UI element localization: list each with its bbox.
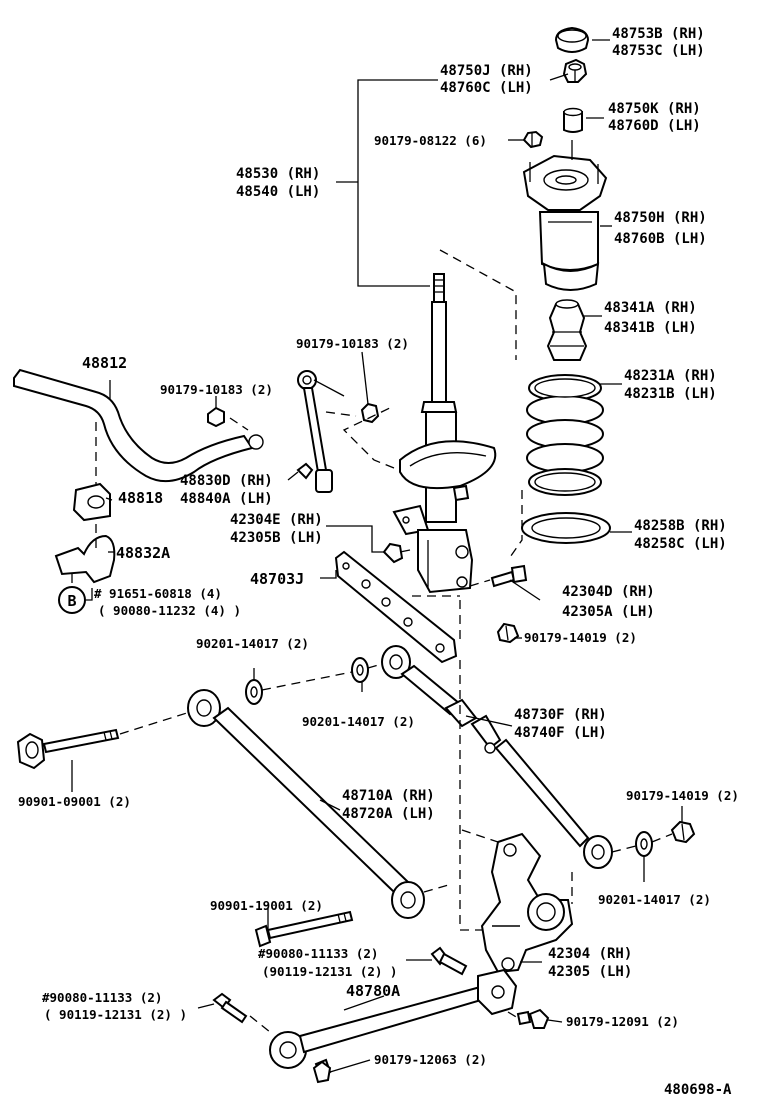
part-labels: 48753B (RH) 48753C (LH) 48750J (RH) 4876… (18, 26, 739, 1098)
label-insulator-rh: 48258B (RH) (634, 518, 727, 534)
label-nut-small: 90179-08122 (6) (374, 133, 487, 148)
label-bumper-rh: 48341A (RH) (604, 300, 697, 316)
collar-drawing (563, 107, 583, 133)
label-spring-lh: 48231B (LH) (624, 386, 717, 402)
stabilizer-bushing-drawing (72, 482, 111, 522)
washer-drawings (245, 657, 653, 857)
label-spring-rh: 48231A (RH) (624, 368, 717, 384)
figure-code: 480698-A (664, 1082, 732, 1098)
label-bolt-42304e-lh: 42305B (LH) (230, 530, 323, 546)
label-link-rh: 48830D (RH) (180, 473, 273, 489)
label-bushing: 48818 (118, 489, 163, 507)
label-strut-lh: 48540 (LH) (236, 184, 320, 200)
front-lateral-arm-drawing (187, 689, 425, 919)
label-collar-lh: 48760D (LH) (608, 118, 701, 134)
long-bolt-drawing (16, 728, 120, 770)
nut-12063-drawing (312, 1060, 332, 1084)
top-nut-drawing (562, 58, 588, 83)
label-knuckle-rh: 42304 (RH) (548, 946, 632, 962)
bump-stopper-drawing (546, 299, 588, 361)
spring-insulator-drawing (521, 512, 611, 544)
label-link-lh: 48840A (LH) (180, 491, 273, 507)
label-bolt-42304d-lh: 42305A (LH) (562, 604, 655, 620)
label-rod-rear-rh: 48730F (RH) (514, 707, 607, 723)
label-bolt-11133-low: #90080-11133 (2) (42, 990, 162, 1005)
label-arm-trailing: 48780A (346, 982, 400, 1000)
label-support-rh: 48750H (RH) (614, 210, 707, 226)
label-nut-12091: 90179-12091 (2) (566, 1014, 679, 1029)
label-bolt-11133-low-alt: ( 90119-12131 (2) ) (44, 1007, 187, 1022)
leader-lines (71, 39, 683, 1073)
rear-lateral-rod-drawing (381, 645, 613, 869)
bolt-19001-drawing (254, 910, 354, 948)
reference-b-marker: B (58, 586, 86, 614)
small-nut-drawing (522, 130, 544, 149)
nut-12091-drawing (516, 1008, 550, 1029)
label-cap-lh: 48753C (LH) (612, 43, 705, 59)
label-knuckle-lh: 42305 (LH) (548, 964, 632, 980)
label-bolt-42304d-rh: 42304D (RH) (562, 584, 655, 600)
label-bolt-19001: 90901-19001 (2) (210, 898, 323, 913)
bolt-11133-low-drawing (212, 992, 248, 1024)
stabilizer-link-drawing (297, 370, 345, 493)
label-bumper-lh: 48341B (LH) (604, 320, 697, 336)
label-washer-mid: 90201-14017 (2) (302, 714, 415, 729)
label-plate: 48703J (250, 570, 304, 588)
label-link-nut-upper: 90179-10183 (2) (296, 336, 409, 351)
label-bolt-42304e-rh: 42304E (RH) (230, 512, 323, 528)
nut-14019-upper-drawing (496, 622, 520, 644)
label-washer-lower: 90201-14017 (2) (598, 892, 711, 907)
shock-absorber-drawing (392, 273, 497, 594)
label-collar-rh: 48750K (RH) (608, 101, 701, 117)
label-bolt-11133-mid: #90080-11133 (2) (258, 946, 378, 961)
label-bracket-bolt-alt: ( 90080-11232 (4) ) (98, 603, 241, 618)
label-stab-bar: 48812 (82, 354, 127, 372)
label-nut-14019-upper: 90179-14019 (2) (524, 630, 637, 645)
label-cap-rh: 48753B (RH) (612, 26, 705, 42)
label-arm-front-rh: 48710A (RH) (342, 788, 435, 804)
label-nut-top-lh: 48760C (LH) (440, 80, 533, 96)
reinforcement-plate-drawing (334, 550, 458, 664)
label-bracket-bolt: # 91651-60818 (4) (94, 586, 222, 601)
label-insulator-lh: 48258C (LH) (634, 536, 727, 552)
label-bolt-long: 90901-09001 (2) (18, 794, 131, 809)
bolt-42304d-drawing (490, 564, 528, 588)
label-washer-upper: 90201-14017 (2) (196, 636, 309, 651)
label-nut-top-rh: 48750J (RH) (440, 63, 533, 79)
bolt-11133-mid-drawing (430, 946, 468, 976)
label-nut-12063: 90179-12063 (2) (374, 1052, 487, 1067)
label-support-lh: 48760B (LH) (614, 231, 707, 247)
label-rod-rear-lh: 48740F (LH) (514, 725, 607, 741)
dust-cap-drawing (554, 26, 590, 53)
label-strut-rh: 48530 (RH) (236, 166, 320, 182)
bolt-42304e-drawing (382, 542, 411, 564)
label-stab-nut: 90179-10183 (2) (160, 382, 273, 397)
bushing-bracket-drawing (54, 534, 116, 584)
label-bracket: 48832A (116, 544, 170, 562)
coil-spring-drawing (526, 374, 604, 496)
label-nut-14019-lower: 90179-14019 (2) (626, 788, 739, 803)
label-bolt-11133-mid-alt: (90119-12131 (2) ) (262, 964, 397, 979)
reference-b-text: B (67, 592, 76, 610)
rear-axle-carrier-drawing (480, 832, 574, 974)
label-arm-front-lh: 48720A (LH) (342, 806, 435, 822)
link-nut-drawings (207, 402, 380, 480)
upper-support-drawing (522, 140, 608, 291)
stabilizer-bar-drawing (13, 368, 264, 483)
nut-14019-lower-drawing (670, 820, 696, 844)
